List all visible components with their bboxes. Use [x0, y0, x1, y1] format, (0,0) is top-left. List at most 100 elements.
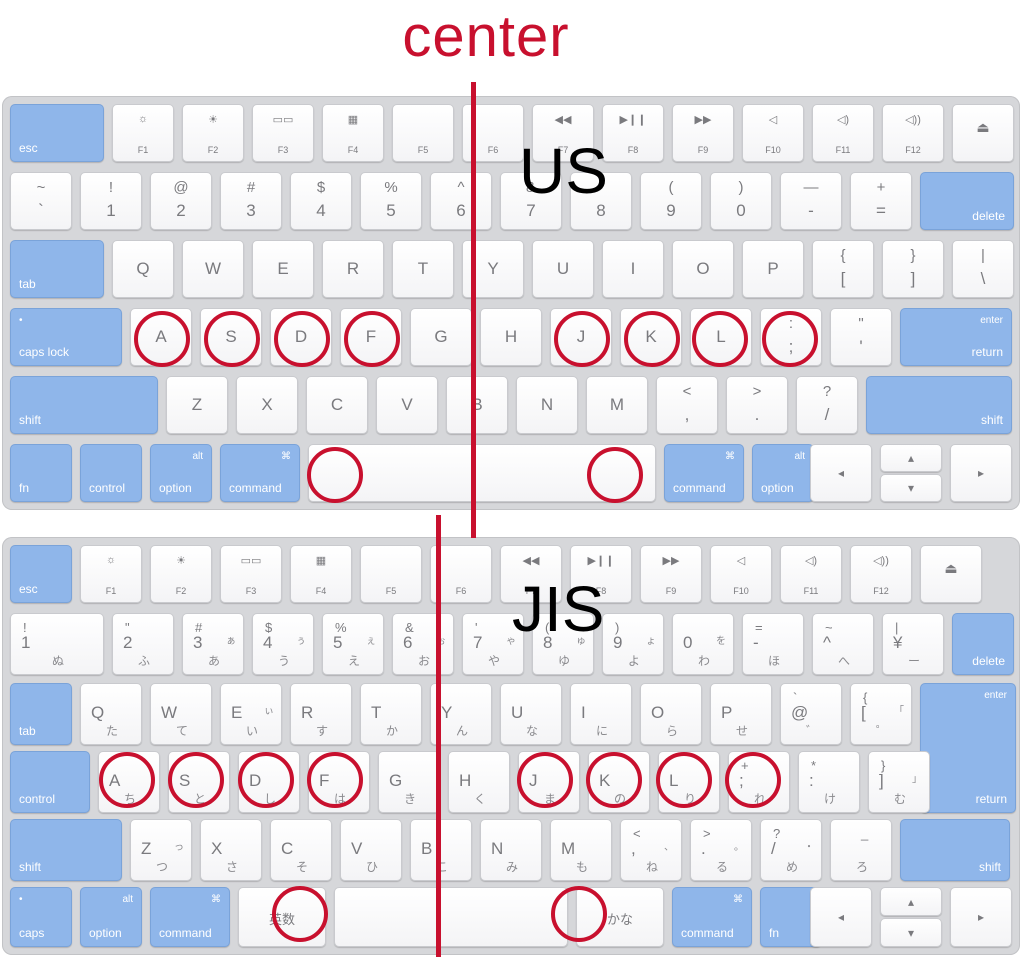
jis-key-sym[interactable]: *:け	[798, 751, 860, 813]
us-key-f9[interactable]: ▶▶F9	[672, 104, 734, 162]
us-key-caps-lock[interactable]: •caps lock	[10, 308, 122, 366]
us-key-sym[interactable]: }]	[882, 240, 944, 298]
us-key-sym[interactable]: —-	[780, 172, 842, 230]
jis-key-f1[interactable]: ☼F1	[80, 545, 142, 603]
jis-key-sym[interactable]: |¥ー	[882, 613, 944, 675]
jis-arrow-right-key[interactable]: ▸	[950, 887, 1012, 947]
us-key-fn[interactable]: fn	[10, 444, 72, 502]
us-key-m[interactable]: M	[586, 376, 648, 434]
us-key-t[interactable]: T	[392, 240, 454, 298]
us-arrow-up-key[interactable]: ▴	[880, 444, 942, 472]
us-key-f1[interactable]: ☼F1	[112, 104, 174, 162]
us-key-sym[interactable]: |\	[952, 240, 1014, 298]
us-key-tab[interactable]: tab	[10, 240, 104, 298]
us-arrow-right-key[interactable]: ▸	[950, 444, 1012, 502]
us-key-shift[interactable]: shift	[866, 376, 1012, 434]
jis-key-command[interactable]: ⌘command	[150, 887, 230, 947]
us-key-2[interactable]: @2	[150, 172, 212, 230]
us-key-sym[interactable]: ~`	[10, 172, 72, 230]
us-key-f2[interactable]: ☀F2	[182, 104, 244, 162]
jis-key-command[interactable]: ⌘command	[672, 887, 752, 947]
us-key-z[interactable]: Z	[166, 376, 228, 434]
jis-key-f9[interactable]: ▶▶F9	[640, 545, 702, 603]
us-key-sym[interactable]: {[	[812, 240, 874, 298]
us-key-n[interactable]: N	[516, 376, 578, 434]
us-key-f3[interactable]: ▭▭F3	[252, 104, 314, 162]
jis-arrow-left-key[interactable]: ◂	[810, 887, 872, 947]
us-key-f10[interactable]: ◁F10	[742, 104, 804, 162]
us-key-control[interactable]: control	[80, 444, 142, 502]
us-key-3[interactable]: #3	[220, 172, 282, 230]
jis-key-f2[interactable]: ☀F2	[150, 545, 212, 603]
jis-key-shift[interactable]: shift	[900, 819, 1010, 881]
us-key-sym[interactable]: "'	[830, 308, 892, 366]
us-key-f4[interactable]: ▦F4	[322, 104, 384, 162]
us-key-command[interactable]: ⌘command	[664, 444, 744, 502]
us-key-i[interactable]: I	[602, 240, 664, 298]
jis-key-sym[interactable]: `@゛	[780, 683, 842, 745]
jis-key-delete[interactable]: delete	[952, 613, 1014, 675]
us-key-9[interactable]: (9	[640, 172, 702, 230]
us-key-g[interactable]: G	[410, 308, 472, 366]
us-key-command[interactable]: ⌘command	[220, 444, 300, 502]
jis-key-sym[interactable]: ?/め・	[760, 819, 822, 881]
jis-key-blank[interactable]: ⏏	[920, 545, 982, 603]
us-key-blank[interactable]: ⏏	[952, 104, 1014, 162]
us-key-o[interactable]: O	[672, 240, 734, 298]
us-key-v[interactable]: V	[376, 376, 438, 434]
jis-key-f12[interactable]: ◁))F12	[850, 545, 912, 603]
jis-key-shift[interactable]: shift	[10, 819, 122, 881]
us-key-p[interactable]: P	[742, 240, 804, 298]
us-key-7[interactable]: &7	[500, 172, 562, 230]
us-key-1[interactable]: !1	[80, 172, 142, 230]
jis-key-esc[interactable]: esc	[10, 545, 72, 603]
jis-key-sym[interactable]: ~^へ	[812, 613, 874, 675]
jis-key-sym[interactable]: <,ね、	[620, 819, 682, 881]
jis-key-sym[interactable]: >.る。	[690, 819, 752, 881]
jis-key-blank[interactable]	[334, 887, 568, 947]
us-key-esc[interactable]: esc	[10, 104, 104, 162]
jis-key-sym[interactable]: =-ほ	[742, 613, 804, 675]
us-key-f8[interactable]: ▶❙❙F8	[602, 104, 664, 162]
us-key-w[interactable]: W	[182, 240, 244, 298]
us-key-u[interactable]: U	[532, 240, 594, 298]
jis-key-f10[interactable]: ◁F10	[710, 545, 772, 603]
us-key-r[interactable]: R	[322, 240, 384, 298]
jis-key-caps[interactable]: •caps	[10, 887, 72, 947]
us-key-b[interactable]: B	[446, 376, 508, 434]
jis-key-f8[interactable]: ▶❙❙F8	[570, 545, 632, 603]
jis-key-f4[interactable]: ▦F4	[290, 545, 352, 603]
us-key-f7[interactable]: ◀◀F7	[532, 104, 594, 162]
us-key-6[interactable]: ^6	[430, 172, 492, 230]
us-key-sym[interactable]: <,	[656, 376, 718, 434]
jis-key-f11[interactable]: ◁)F11	[780, 545, 842, 603]
us-key-q[interactable]: Q	[112, 240, 174, 298]
us-arrow-left-key[interactable]: ◂	[810, 444, 872, 502]
